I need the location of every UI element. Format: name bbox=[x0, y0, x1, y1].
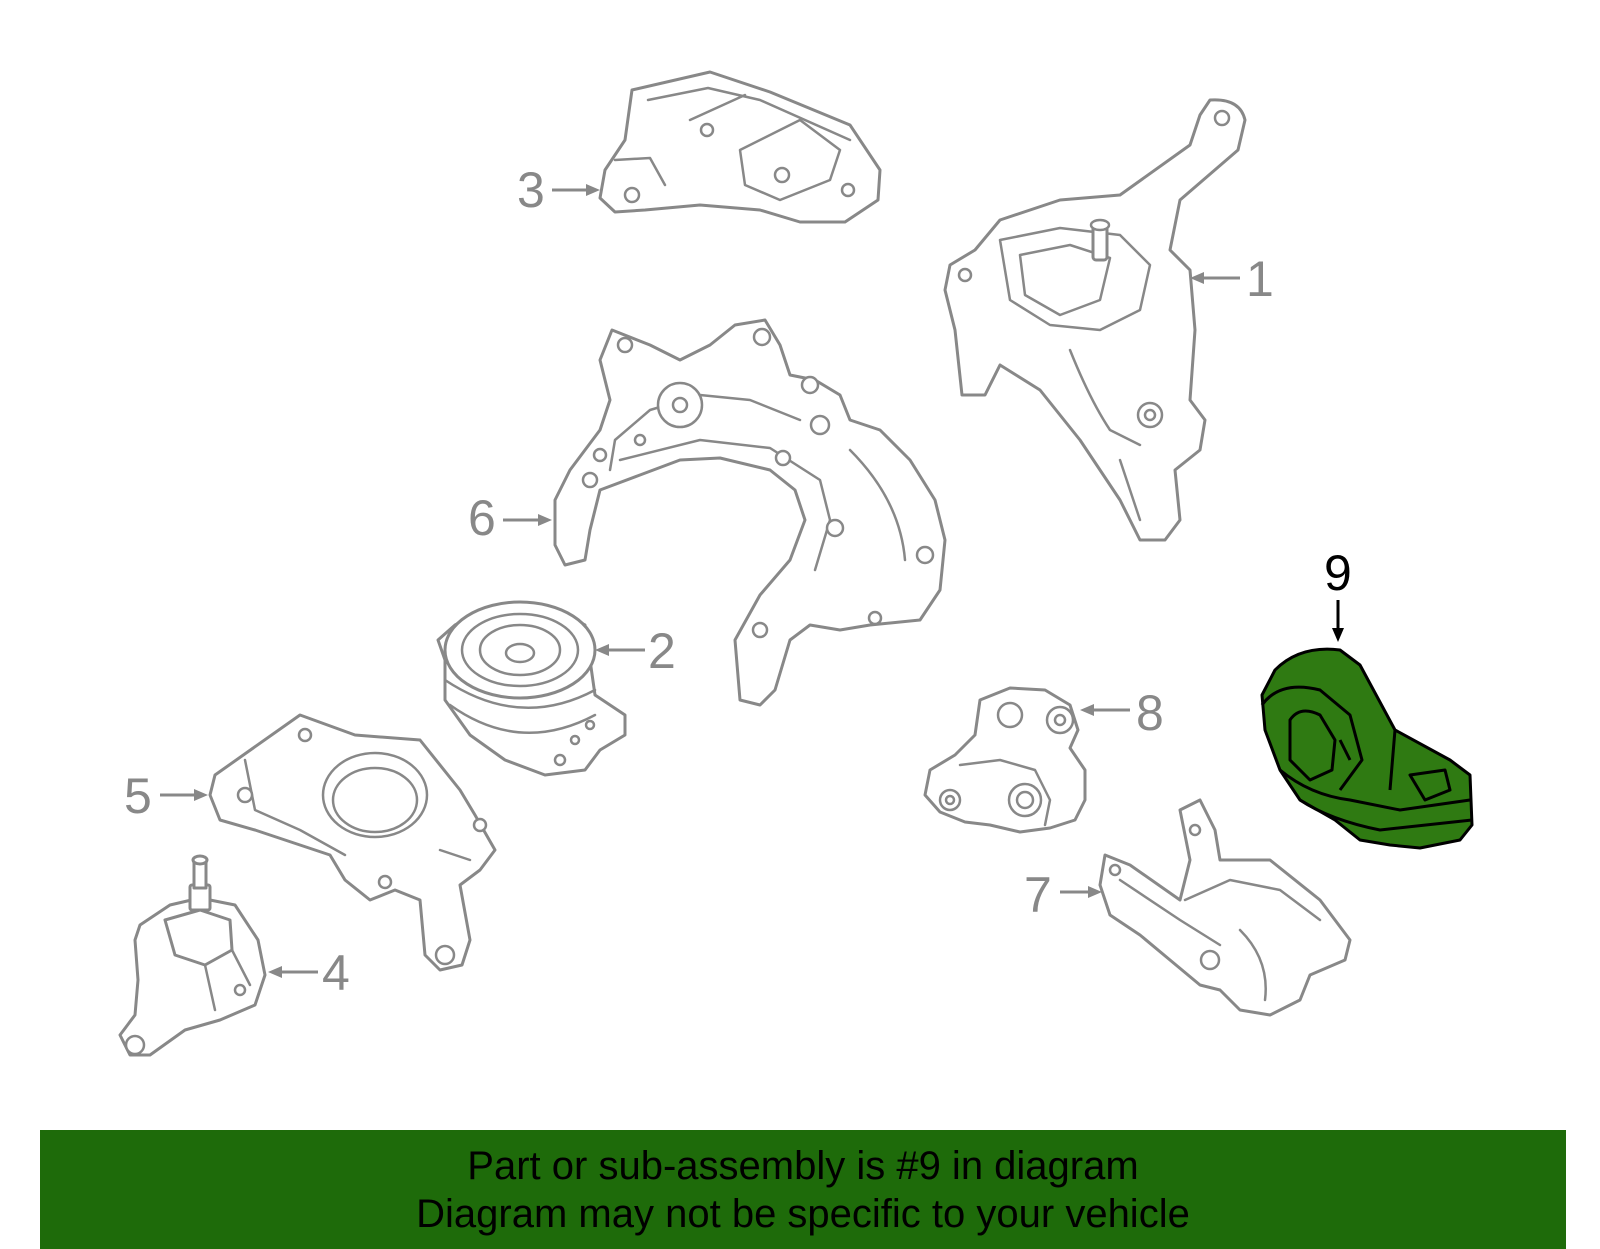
callout-1: 1 bbox=[1190, 251, 1274, 307]
callout-1-number: 1 bbox=[1246, 251, 1274, 307]
callout-5-number: 5 bbox=[124, 768, 152, 824]
info-banner: Part or sub-assembly is #9 in diagram Di… bbox=[40, 1130, 1566, 1249]
callout-9: 9 bbox=[1324, 545, 1352, 642]
callout-4: 4 bbox=[268, 945, 350, 1001]
part-2-round-mount[interactable] bbox=[436, 600, 627, 777]
part-3-bracket[interactable] bbox=[598, 70, 882, 224]
callout-9-number: 9 bbox=[1324, 545, 1352, 601]
callout-4-number: 4 bbox=[322, 945, 350, 1001]
callout-7: 7 bbox=[1024, 867, 1102, 923]
callout-5: 5 bbox=[124, 768, 208, 824]
callout-8-number: 8 bbox=[1136, 685, 1164, 741]
callout-2: 2 bbox=[595, 623, 676, 679]
callout-2-number: 2 bbox=[648, 623, 676, 679]
part-5-plate-bracket[interactable] bbox=[208, 713, 497, 972]
part-7-transmission-mount[interactable] bbox=[1098, 798, 1352, 1017]
callout-6-number: 6 bbox=[468, 490, 496, 546]
part-6-subframe-bracket[interactable] bbox=[553, 318, 947, 707]
banner-line-2: Diagram may not be specific to your vehi… bbox=[416, 1191, 1190, 1236]
callout-3-number: 3 bbox=[517, 162, 545, 218]
part-4-stud-mount[interactable] bbox=[118, 854, 267, 1057]
part-1-engine-mount[interactable] bbox=[943, 98, 1247, 542]
callout-8: 8 bbox=[1080, 685, 1164, 741]
callout-7-number: 7 bbox=[1024, 867, 1052, 923]
callout-3: 3 bbox=[517, 162, 600, 218]
part-8-small-mount[interactable] bbox=[923, 686, 1087, 834]
callout-6: 6 bbox=[468, 490, 552, 546]
part-9-torque-rod-highlighted[interactable] bbox=[1260, 647, 1474, 850]
banner-line-1: Part or sub-assembly is #9 in diagram bbox=[467, 1143, 1139, 1188]
